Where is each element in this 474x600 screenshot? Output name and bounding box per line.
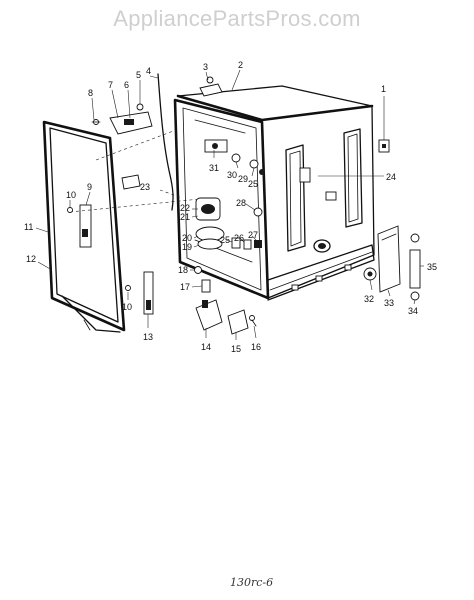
callout-23: 23	[140, 182, 150, 192]
callout-10-lower: 10	[122, 302, 132, 312]
callout-4: 4	[146, 66, 151, 76]
callout-7: 7	[108, 80, 113, 90]
callout-33: 33	[384, 298, 394, 308]
callout-11: 11	[24, 222, 33, 232]
callout-labels: 1 2 3 4 5 6 7 8 9 10 10 11 12 13 14 15 1…	[24, 60, 437, 354]
callout-1: 1	[381, 84, 386, 94]
callout-20: 20	[182, 233, 192, 243]
callout-31: 31	[209, 163, 219, 173]
callout-25-lower: 25	[220, 235, 230, 245]
callout-6: 6	[124, 80, 129, 90]
callout-21: 21	[180, 212, 190, 222]
leader-lines	[35, 69, 424, 340]
callout-22: 22	[180, 203, 190, 213]
callout-12: 12	[26, 254, 36, 264]
callout-9: 9	[87, 182, 92, 192]
dishwasher-tub	[173, 85, 375, 301]
callout-10-door: 10	[66, 190, 76, 200]
callout-8: 8	[88, 88, 93, 98]
callout-2: 2	[238, 60, 243, 70]
callout-35: 35	[427, 262, 437, 272]
callout-3: 3	[203, 62, 208, 72]
callout-25-upper: 25	[248, 179, 258, 189]
door-panel	[42, 120, 211, 333]
callout-30: 30	[227, 170, 237, 180]
callout-15: 15	[231, 344, 241, 354]
sheet-note: 130rc-6	[230, 576, 274, 589]
callout-34: 34	[408, 306, 418, 316]
callout-32: 32	[364, 294, 374, 304]
callout-18: 18	[178, 265, 188, 275]
callout-28: 28	[236, 198, 246, 208]
component-parts	[67, 73, 421, 335]
callout-17: 17	[180, 282, 190, 292]
callout-14: 14	[201, 342, 211, 352]
callout-19: 19	[182, 242, 192, 252]
callout-13: 13	[143, 332, 153, 342]
callout-27: 27	[248, 230, 258, 240]
callout-26: 26	[234, 233, 244, 243]
callout-16: 16	[251, 342, 261, 352]
callout-24: 24	[386, 172, 396, 182]
callout-29: 29	[238, 174, 248, 184]
watermark-text: AppliancePartsPros.com	[113, 6, 361, 31]
callout-5: 5	[136, 70, 141, 80]
